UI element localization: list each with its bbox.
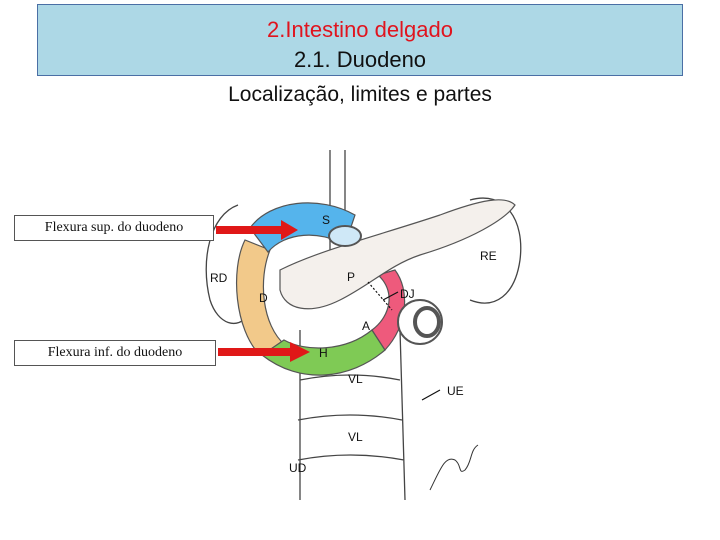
label-s: S [322, 213, 330, 227]
callout-flexura-superior: Flexura sup. do duodeno [14, 215, 214, 241]
title-duodeno: 2.1. Duodeno [293, 47, 427, 72]
right-kidney [205, 204, 249, 324]
arrow-flexura-sup [216, 220, 298, 240]
label-re: RE [480, 249, 497, 263]
duodeno-ascendente [371, 269, 406, 351]
title-intestino-delgado: 2.Intestino delgado [267, 17, 453, 42]
label-dj: DJ [400, 287, 415, 301]
dj-pointer [382, 291, 399, 301]
subtitle: Localização, limites e partes [228, 83, 492, 106]
label-vl-2: VL [348, 430, 363, 444]
spine [297, 329, 406, 501]
signature [429, 444, 479, 491]
label-ud: UD [289, 461, 307, 475]
label-rd: RD [210, 271, 228, 285]
callout-flexura-inferior: Flexura inf. do duodeno [14, 340, 216, 366]
label-h: H [319, 346, 328, 360]
label-vl-1: VL [348, 372, 363, 386]
pancreas [279, 199, 516, 310]
duodeno-lumen [328, 225, 362, 247]
ue-pointer [421, 389, 441, 401]
label-a: A [362, 319, 370, 333]
label-ue: UE [447, 384, 464, 398]
label-d: D [259, 291, 268, 305]
title-box: 2.Intestino delgado 2.1. Duodeno [37, 4, 683, 76]
label-p: P [347, 270, 355, 284]
arrow-flexura-inf [218, 342, 310, 362]
duodeno-superior [249, 202, 356, 253]
